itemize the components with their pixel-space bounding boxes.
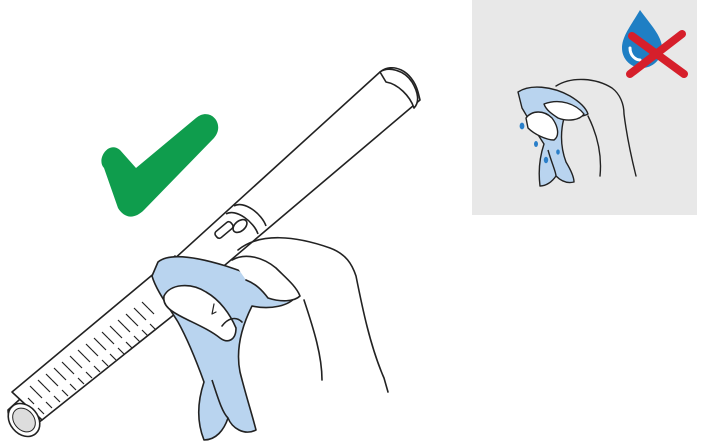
inset-illustration (0, 0, 702, 448)
cleaning-instruction-illustration (0, 0, 702, 448)
